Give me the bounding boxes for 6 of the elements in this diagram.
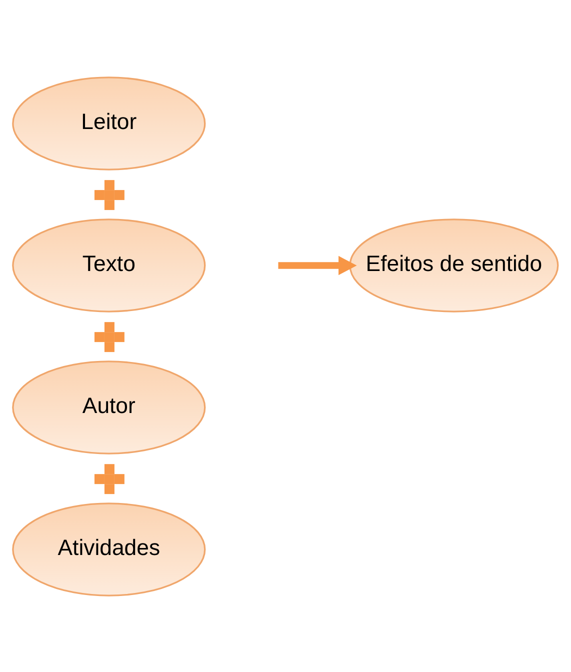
node-ellipse: Texto (12, 218, 206, 312)
node-ellipse: Leitor (12, 76, 206, 170)
node-ellipse: Efeitos de sentido (349, 218, 559, 312)
node-ellipse: Autor (12, 360, 206, 454)
node-ellipse: Atividades (12, 502, 206, 596)
arrow (278, 255, 357, 275)
